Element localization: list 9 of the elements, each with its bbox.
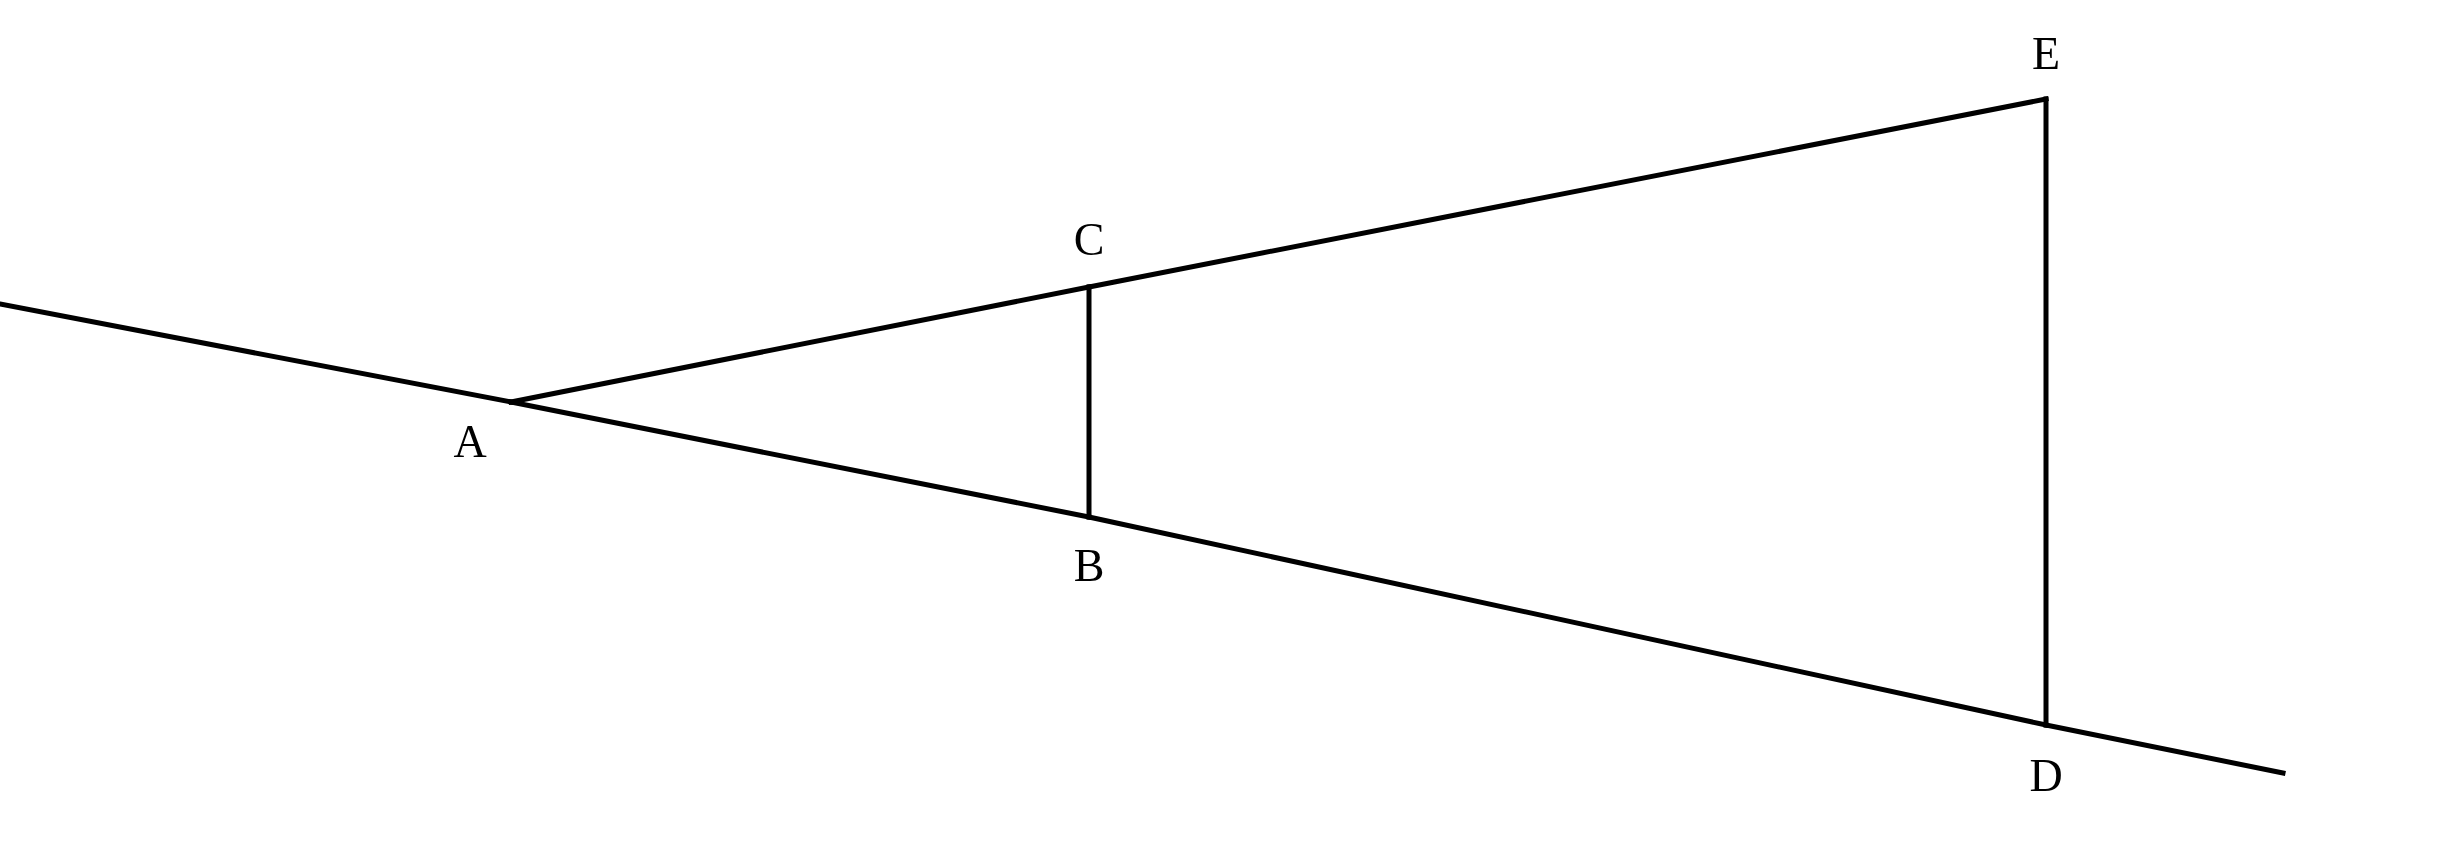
- line-segment: [2043, 722, 2286, 776]
- line-segment: [1086, 284, 1092, 520]
- line-segment: [1086, 96, 2049, 290]
- point-label: A: [453, 419, 487, 465]
- point-label: B: [1073, 543, 1105, 589]
- point-label: D: [2029, 753, 2063, 799]
- point-label: E: [2031, 31, 2061, 77]
- line-segment: [2043, 96, 2049, 728]
- point-label: C: [1073, 217, 1105, 263]
